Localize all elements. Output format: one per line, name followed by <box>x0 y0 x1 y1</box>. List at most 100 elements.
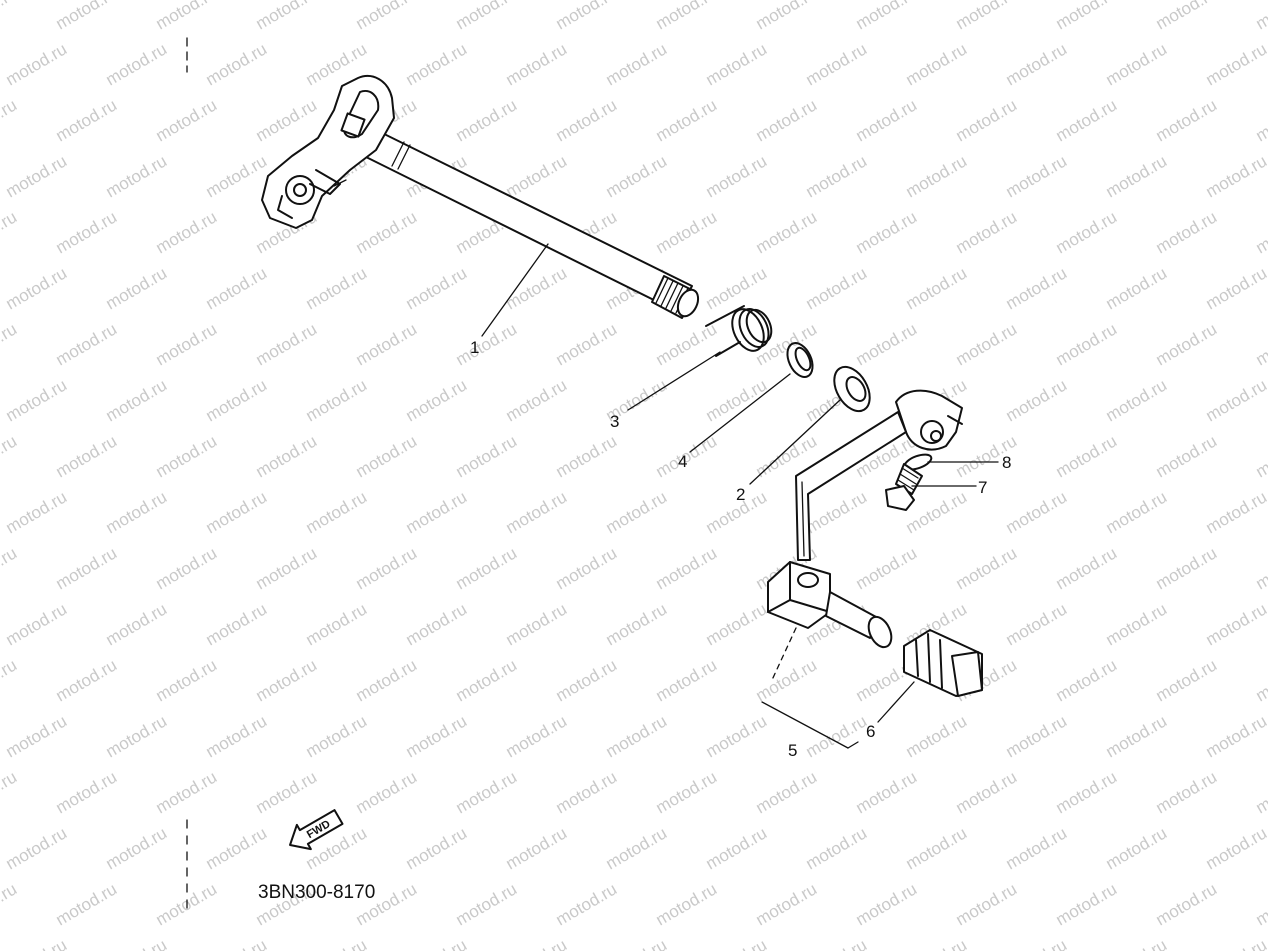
watermark-text: motod.ru <box>803 39 871 89</box>
watermark-text: motod.ru <box>103 487 171 537</box>
watermark-text: motod.ru <box>1003 823 1071 873</box>
watermark-text: motod.ru <box>1153 207 1221 257</box>
watermark-text: motod.ru <box>403 39 471 89</box>
watermark-text: motod.ru <box>3 935 71 951</box>
watermark-text: motod.ru <box>653 879 721 929</box>
watermark-text: motod.ru <box>653 207 721 257</box>
watermark-text: motod.ru <box>253 319 321 369</box>
watermark-text: motod.ru <box>1203 487 1268 537</box>
watermark-text: motod.ru <box>1103 487 1171 537</box>
watermark-text: motod.ru <box>1053 319 1121 369</box>
watermark-text: motod.ru <box>1053 95 1121 145</box>
watermark-text: motod.ru <box>3 487 71 537</box>
watermark-text: motod.ru <box>653 95 721 145</box>
watermark-text: motod.ru <box>503 935 571 951</box>
watermark-text: motod.ru <box>253 767 321 817</box>
watermark-text: motod.ru <box>653 319 721 369</box>
watermark-text: motod.ru <box>403 599 471 649</box>
watermark-text: motod.ru <box>953 543 1021 593</box>
watermark-text: motod.ru <box>753 655 821 705</box>
watermark-text: motod.ru <box>1103 263 1171 313</box>
watermark-text: motod.ru <box>1053 767 1121 817</box>
watermark-text: motod.ru <box>703 935 771 951</box>
watermark-text: motod.ru <box>853 879 921 929</box>
watermark-text: motod.ru <box>653 655 721 705</box>
watermark-text: motod.ru <box>253 655 321 705</box>
watermark-text: motod.ru <box>353 543 421 593</box>
callout-8: 8 <box>1002 453 1011 472</box>
watermark-text: motod.ru <box>553 319 621 369</box>
watermark-text: motod.ru <box>353 431 421 481</box>
watermark-text: motod.ru <box>203 487 271 537</box>
watermark-text: motod.ru <box>1003 39 1071 89</box>
watermark-text: motod.ru <box>403 487 471 537</box>
watermark-text: motod.ru <box>703 39 771 89</box>
watermark-text: motod.ru <box>303 263 371 313</box>
rubber-cover <box>903 629 983 697</box>
watermark-text: motod.ru <box>1003 599 1071 649</box>
watermark-text: motod.ru <box>453 879 521 929</box>
watermark-text: motod.ru <box>803 711 871 761</box>
watermark-text: motod.ru <box>1003 935 1071 951</box>
watermark-text: motod.ru <box>53 655 121 705</box>
watermark-text: motod.ru <box>1053 207 1121 257</box>
watermark-text: motod.ru <box>3 823 71 873</box>
torsion-spring <box>705 305 773 357</box>
watermark-text: motod.ru <box>553 655 621 705</box>
watermark-text: motod.ru <box>853 207 921 257</box>
callout-6: 6 <box>866 722 875 741</box>
watermark-text: motod.ru <box>953 879 1021 929</box>
watermark-text: motod.ru <box>1253 879 1268 929</box>
watermark-text: motod.ru <box>1153 319 1221 369</box>
watermark-text: motod.ru <box>1153 767 1221 817</box>
watermark-text: motod.ru <box>0 0 20 33</box>
watermark-text: motod.ru <box>703 823 771 873</box>
watermark-text: motod.ru <box>1203 935 1268 951</box>
watermark-text: motod.ru <box>1003 375 1071 425</box>
watermark-text: motod.ru <box>803 823 871 873</box>
watermark-text: motod.ru <box>703 263 771 313</box>
watermark-text: motod.ru <box>103 935 171 951</box>
watermark-text: motod.ru <box>0 767 20 817</box>
watermark-text: motod.ru <box>953 0 1021 33</box>
watermark-text: motod.ru <box>203 711 271 761</box>
watermark-text: motod.ru <box>153 655 221 705</box>
watermark-text: motod.ru <box>853 543 921 593</box>
watermark-text: motod.ru <box>103 711 171 761</box>
watermark-text: motod.ru <box>1053 543 1121 593</box>
callout-1: 1 <box>470 338 479 357</box>
watermark-text: motod.ru <box>703 711 771 761</box>
watermark-text: motod.ru <box>1103 39 1171 89</box>
clamp-bolt <box>885 463 923 511</box>
watermark-text: motod.ru <box>653 767 721 817</box>
watermark-text: motod.ru <box>53 319 121 369</box>
watermark-text: motod.ru <box>603 599 671 649</box>
watermark-text: motod.ru <box>53 0 121 33</box>
watermark-text: motod.ru <box>1003 263 1071 313</box>
watermark-text: motod.ru <box>353 655 421 705</box>
watermark-text: motod.ru <box>803 935 871 951</box>
watermark-text: motod.ru <box>653 0 721 33</box>
watermark-text: motod.ru <box>353 0 421 33</box>
watermark-text: motod.ru <box>53 879 121 929</box>
watermark-text: motod.ru <box>1253 431 1268 481</box>
watermark-text: motod.ru <box>1203 823 1268 873</box>
watermark-text: motod.ru <box>1253 207 1268 257</box>
watermark-text: motod.ru <box>903 39 971 89</box>
watermark-text: motod.ru <box>603 487 671 537</box>
watermark-text: motod.ru <box>403 711 471 761</box>
watermark-text: motod.ru <box>303 487 371 537</box>
watermark-text: motod.ru <box>803 151 871 201</box>
watermark-text: motod.ru <box>1153 655 1221 705</box>
watermark-text: motod.ru <box>1003 487 1071 537</box>
watermark-text: motod.ru <box>453 319 521 369</box>
watermark-text: motod.ru <box>1003 151 1071 201</box>
watermark-text: motod.ru <box>203 823 271 873</box>
watermark-text: motod.ru <box>1203 711 1268 761</box>
watermark-text: motod.ru <box>1103 935 1171 951</box>
watermark-text: motod.ru <box>1103 375 1171 425</box>
watermark-text: motod.ru <box>503 39 571 89</box>
watermark-text: motod.ru <box>203 599 271 649</box>
watermark-text: motod.ru <box>53 767 121 817</box>
watermark-text: motod.ru <box>153 879 221 929</box>
